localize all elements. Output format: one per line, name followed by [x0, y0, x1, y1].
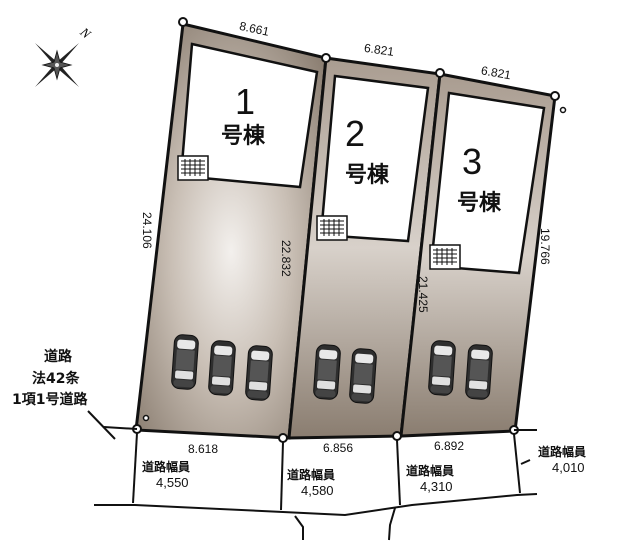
lot-1-right-depth: 22.832: [279, 240, 293, 277]
road-width-4-label: 道路幅員: [538, 444, 586, 459]
lot-1-top-width: 8.661: [238, 19, 271, 39]
road-lines: [87, 410, 538, 541]
road-width-3-value: 4,310: [420, 479, 453, 494]
lot-2-top-width: 6.821: [363, 41, 395, 59]
road-width-4-value: 4,010: [552, 460, 585, 475]
road-width-3-label: 道路幅員: [406, 463, 454, 478]
road-width-2-label: 道路幅員: [287, 467, 335, 482]
lot-2-frontage: 6.856: [323, 441, 353, 455]
lot-3-top-width: 6.821: [480, 63, 512, 82]
lot-2[interactable]: [287, 56, 442, 440]
lot-3-label: 号棟: [457, 190, 502, 216]
lot-1-left-depth: 24.106: [140, 212, 154, 249]
lot-1-label: 号棟: [221, 123, 266, 149]
road-note-line-2: 法42条: [32, 370, 80, 387]
lot-1-number: 1: [235, 81, 255, 122]
lot-3-right-depth: 19.766: [538, 228, 552, 265]
compass-rose-icon: [35, 43, 79, 87]
lot-3[interactable]: [399, 72, 557, 438]
road-note-line-3: 1項1号道路: [12, 391, 88, 408]
road-width-1-value: 4,550: [156, 475, 189, 490]
road-width-1-label: 道路幅員: [142, 459, 190, 474]
lot-1-frontage: 8.618: [188, 442, 218, 456]
lot-2-label: 号棟: [345, 162, 390, 188]
road-width-2-value: 4,580: [301, 483, 334, 498]
lot-3-frontage: 6.892: [434, 439, 464, 453]
lot-3-number: 3: [462, 141, 482, 182]
lot-2-number: 2: [345, 113, 365, 154]
compass-north-label: N: [77, 24, 95, 43]
lot-2-right-depth: 21.425: [416, 276, 430, 313]
road-note-line-1: 道路: [44, 348, 73, 365]
